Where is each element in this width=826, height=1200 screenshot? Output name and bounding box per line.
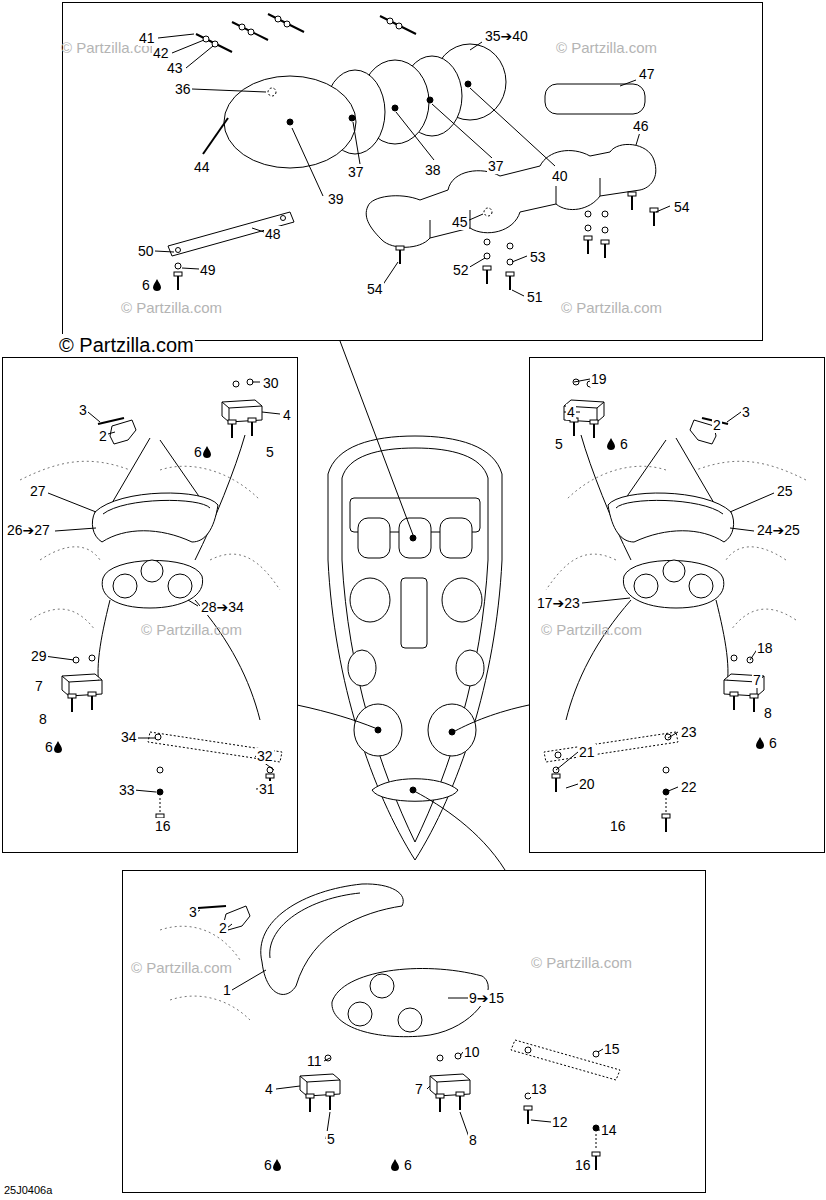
callout-number: 39 (327, 191, 345, 207)
callout-number: 40 (551, 168, 569, 184)
callout-number: 6 (768, 735, 778, 751)
callout-number: 24➔25 (756, 522, 801, 538)
callout-number: 25 (776, 483, 794, 499)
callout-number: 53 (529, 249, 547, 265)
callout-number: 2 (218, 920, 228, 936)
callout-number: 1 (222, 982, 232, 998)
callout-number: 4 (566, 404, 576, 420)
callout-number: 50 (137, 243, 155, 259)
callout-number: 10 (463, 1044, 481, 1060)
callout-number: 41 (138, 30, 156, 46)
watermark: © Partzilla.com (555, 40, 658, 56)
rear-seat (168, 14, 658, 290)
callout-number: 45 (451, 214, 469, 230)
callout-number: 38 (424, 162, 442, 178)
callout-number: 44 (193, 159, 211, 175)
callout-number: 6 (619, 436, 629, 452)
callout-number: 27 (29, 483, 47, 499)
callout-number: 33 (118, 782, 136, 798)
callout-number: 5 (554, 436, 564, 452)
callout-number: 6 (263, 1157, 273, 1173)
callout-number: 16 (154, 818, 172, 834)
callout-number: 37 (487, 158, 505, 174)
callout-number: 3 (188, 904, 198, 920)
connector-line (297, 341, 529, 870)
callout-number: 16 (574, 1157, 592, 1173)
watermark: © Partzilla.com (58, 334, 195, 356)
callout-number: 13 (530, 1081, 548, 1097)
callout-number: 48 (264, 226, 282, 242)
callout-number: 29 (30, 648, 48, 664)
callout-number: 54 (366, 281, 384, 297)
callout-number: 5 (326, 1131, 336, 1147)
callout-number: 8 (38, 711, 48, 727)
callout-number: 21 (578, 744, 596, 760)
callout-number: 32 (256, 748, 274, 764)
callout-number: 3 (78, 402, 88, 418)
drawing-code: 25J0406a (3, 1184, 53, 1197)
callout-number: 8 (468, 1132, 478, 1148)
callout-number: 49 (199, 262, 217, 278)
callout-number: 22 (680, 779, 698, 795)
callout-number: 3 (741, 404, 751, 420)
callout-number: 35➔40 (484, 28, 529, 44)
callout-number: 7 (752, 672, 762, 688)
callout-number: 51 (526, 289, 544, 305)
callout-number: 15 (603, 1041, 621, 1057)
callout-number: 47 (638, 66, 656, 82)
threadlocker-symbol (54, 279, 764, 1171)
callout-number: 42 (152, 45, 170, 61)
panel-frame (3, 3, 825, 1193)
side-seat (544, 379, 806, 832)
callout-number: 9➔15 (468, 990, 505, 1006)
callout-number: 23 (680, 724, 698, 740)
callout-number: 36 (174, 81, 192, 97)
callout-number: 4 (264, 1081, 274, 1097)
watermark: © Partzilla.com (560, 300, 663, 316)
callout-number: 43 (166, 60, 184, 76)
callout-number: 4 (282, 407, 292, 423)
watermark: © Partzilla.com (130, 960, 233, 976)
callout-number: 8 (763, 705, 773, 721)
boat-hull (328, 436, 502, 860)
leader-line (197, 910, 603, 1140)
callout-number: 6 (403, 1157, 413, 1173)
callout-number: 7 (34, 678, 44, 694)
callout-number: 17➔23 (536, 595, 581, 611)
callout-number: 37 (347, 164, 365, 180)
watermark: © Partzilla.com (540, 622, 643, 638)
side-seat (20, 379, 282, 832)
callout-number: 20 (578, 776, 596, 792)
bow-seat (160, 884, 620, 1170)
watermark: © Partzilla.com (140, 622, 243, 638)
leader-line (155, 34, 670, 296)
callout-number: 18 (756, 640, 774, 656)
callout-number: 5 (265, 444, 275, 460)
callout-number: 31 (258, 781, 276, 797)
callout-number: 54 (673, 199, 691, 215)
callout-number: 6 (44, 739, 54, 755)
watermark: © Partzilla.com (120, 300, 223, 316)
callout-number: 12 (551, 1114, 569, 1130)
callout-number: 14 (600, 1122, 618, 1138)
callout-number: 34 (120, 729, 138, 745)
callout-number: 19 (590, 371, 608, 387)
watermark: © Partzilla.com (530, 955, 633, 971)
callout-number: 46 (632, 118, 650, 134)
callout-number: 26➔27 (6, 522, 51, 538)
callout-number: 52 (452, 262, 470, 278)
callout-number: 2 (98, 428, 108, 444)
callout-number: 2 (712, 417, 722, 433)
callout-number: 28➔34 (200, 599, 245, 615)
callout-number: 11 (306, 1053, 323, 1069)
callout-number: 6 (193, 444, 203, 460)
callout-number: 16 (609, 818, 627, 834)
callout-number: 6 (141, 277, 151, 293)
callout-number: 30 (262, 375, 280, 391)
callout-number: 7 (414, 1081, 424, 1097)
